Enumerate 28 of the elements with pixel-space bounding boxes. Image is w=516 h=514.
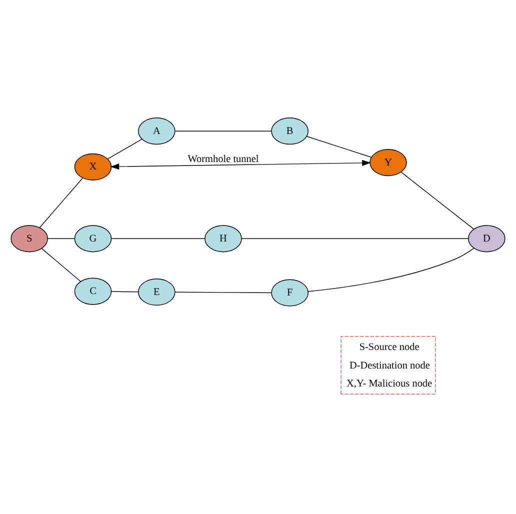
connector xyxy=(111,290,139,292)
connector xyxy=(174,291,272,293)
node-ellipse: S xyxy=(10,224,48,252)
node-ellipse: E xyxy=(138,278,176,306)
node-ellipse: A xyxy=(138,117,176,144)
connector xyxy=(308,247,474,292)
connector xyxy=(174,130,272,131)
label: D-Destination node xyxy=(349,360,430,371)
node-ellipse: B xyxy=(271,117,308,144)
edge-label: Wormhole tunnel xyxy=(188,153,259,164)
label: X,Y- Malicious node xyxy=(346,378,432,390)
node-ellipse: X xyxy=(74,152,112,180)
label: S-Source node xyxy=(359,342,420,353)
node-ellipse: H xyxy=(204,224,242,252)
node-ellipse: C xyxy=(74,277,112,304)
connector xyxy=(306,136,372,158)
connector xyxy=(39,177,83,228)
connector xyxy=(47,238,75,239)
connector xyxy=(400,171,474,229)
connector xyxy=(111,238,206,239)
connector xyxy=(241,238,468,239)
connector xyxy=(41,248,81,282)
node-ellipse: D xyxy=(468,224,506,252)
connector xyxy=(107,138,142,159)
node-ellipse: G xyxy=(74,224,112,252)
node-ellipse: F xyxy=(271,278,308,306)
arrow xyxy=(110,159,371,170)
node-ellipse: Y xyxy=(370,148,407,176)
